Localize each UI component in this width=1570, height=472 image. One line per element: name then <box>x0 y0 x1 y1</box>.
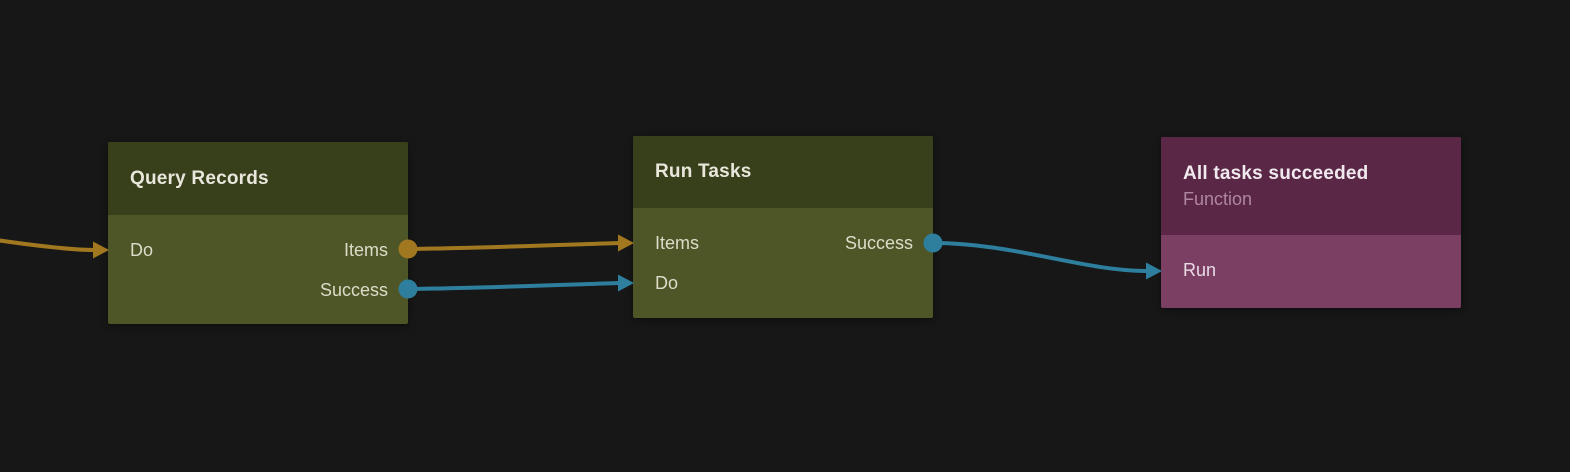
input-port-arrow-icon[interactable] <box>618 234 634 252</box>
connection-wire[interactable] <box>931 241 1149 273</box>
port-row: Run <box>1183 250 1441 290</box>
node-header: All tasks succeeded Function <box>1161 137 1461 235</box>
connection-wire[interactable] <box>406 281 621 291</box>
port-row: Success <box>130 270 388 310</box>
node-subtitle: Function <box>1183 188 1253 209</box>
node-header: Query Records <box>108 142 408 215</box>
input-port-arrow-icon[interactable] <box>1146 262 1162 280</box>
input-port-label-do: Do <box>655 272 679 293</box>
node-body: Run <box>1161 235 1461 290</box>
input-port-label-run: Run <box>1183 259 1217 280</box>
node-run-tasks[interactable]: Run Tasks Items Success Do <box>633 136 933 318</box>
node-query-records[interactable]: Query Records Do Items Success <box>108 142 408 324</box>
port-row: Do Items <box>130 230 388 270</box>
node-body: Items Success Do <box>633 208 933 303</box>
connection-wire[interactable] <box>0 238 96 252</box>
input-port-label-items: Items <box>655 232 700 253</box>
node-title: Query Records <box>130 167 269 189</box>
output-port-label-success: Success <box>844 232 913 253</box>
output-port-label-success: Success <box>319 279 388 300</box>
node-title: All tasks succeeded <box>1183 162 1369 184</box>
node-all-tasks-succeeded[interactable]: All tasks succeeded Function Run <box>1161 137 1461 308</box>
port-row: Items Success <box>655 223 913 263</box>
node-title: Run Tasks <box>655 161 752 182</box>
node-body: Do Items Success <box>108 215 408 310</box>
input-port-arrow-icon[interactable] <box>93 241 109 259</box>
port-row: Do <box>655 263 913 303</box>
input-port-arrow-icon[interactable] <box>618 274 634 292</box>
connection-wire[interactable] <box>406 241 621 251</box>
output-port-label-items: Items <box>343 239 388 260</box>
node-header: Run Tasks <box>633 136 933 208</box>
input-port-label-do: Do <box>130 239 154 260</box>
